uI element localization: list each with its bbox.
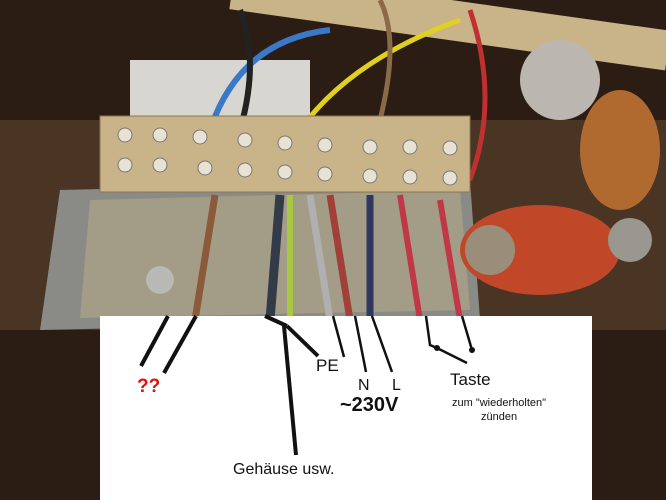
annotation-panel <box>100 316 592 500</box>
voltage-label: ~230V <box>340 394 399 416</box>
button-note-line-2: zünden <box>480 411 518 423</box>
button-note: zum "wiederholten" zünden <box>452 396 546 424</box>
unknown-wires-label: ?? <box>137 376 161 397</box>
screw <box>146 266 174 294</box>
housing-label: Gehäuse usw. <box>233 461 335 478</box>
button-label: Taste <box>450 370 491 389</box>
bolt <box>465 225 515 275</box>
line-label: L <box>392 377 401 394</box>
button-note-line-1: zum "wiederholten" <box>452 397 547 409</box>
neutral-label: N <box>358 377 370 394</box>
pe-label: PE <box>316 356 339 375</box>
capacitor <box>520 40 600 120</box>
